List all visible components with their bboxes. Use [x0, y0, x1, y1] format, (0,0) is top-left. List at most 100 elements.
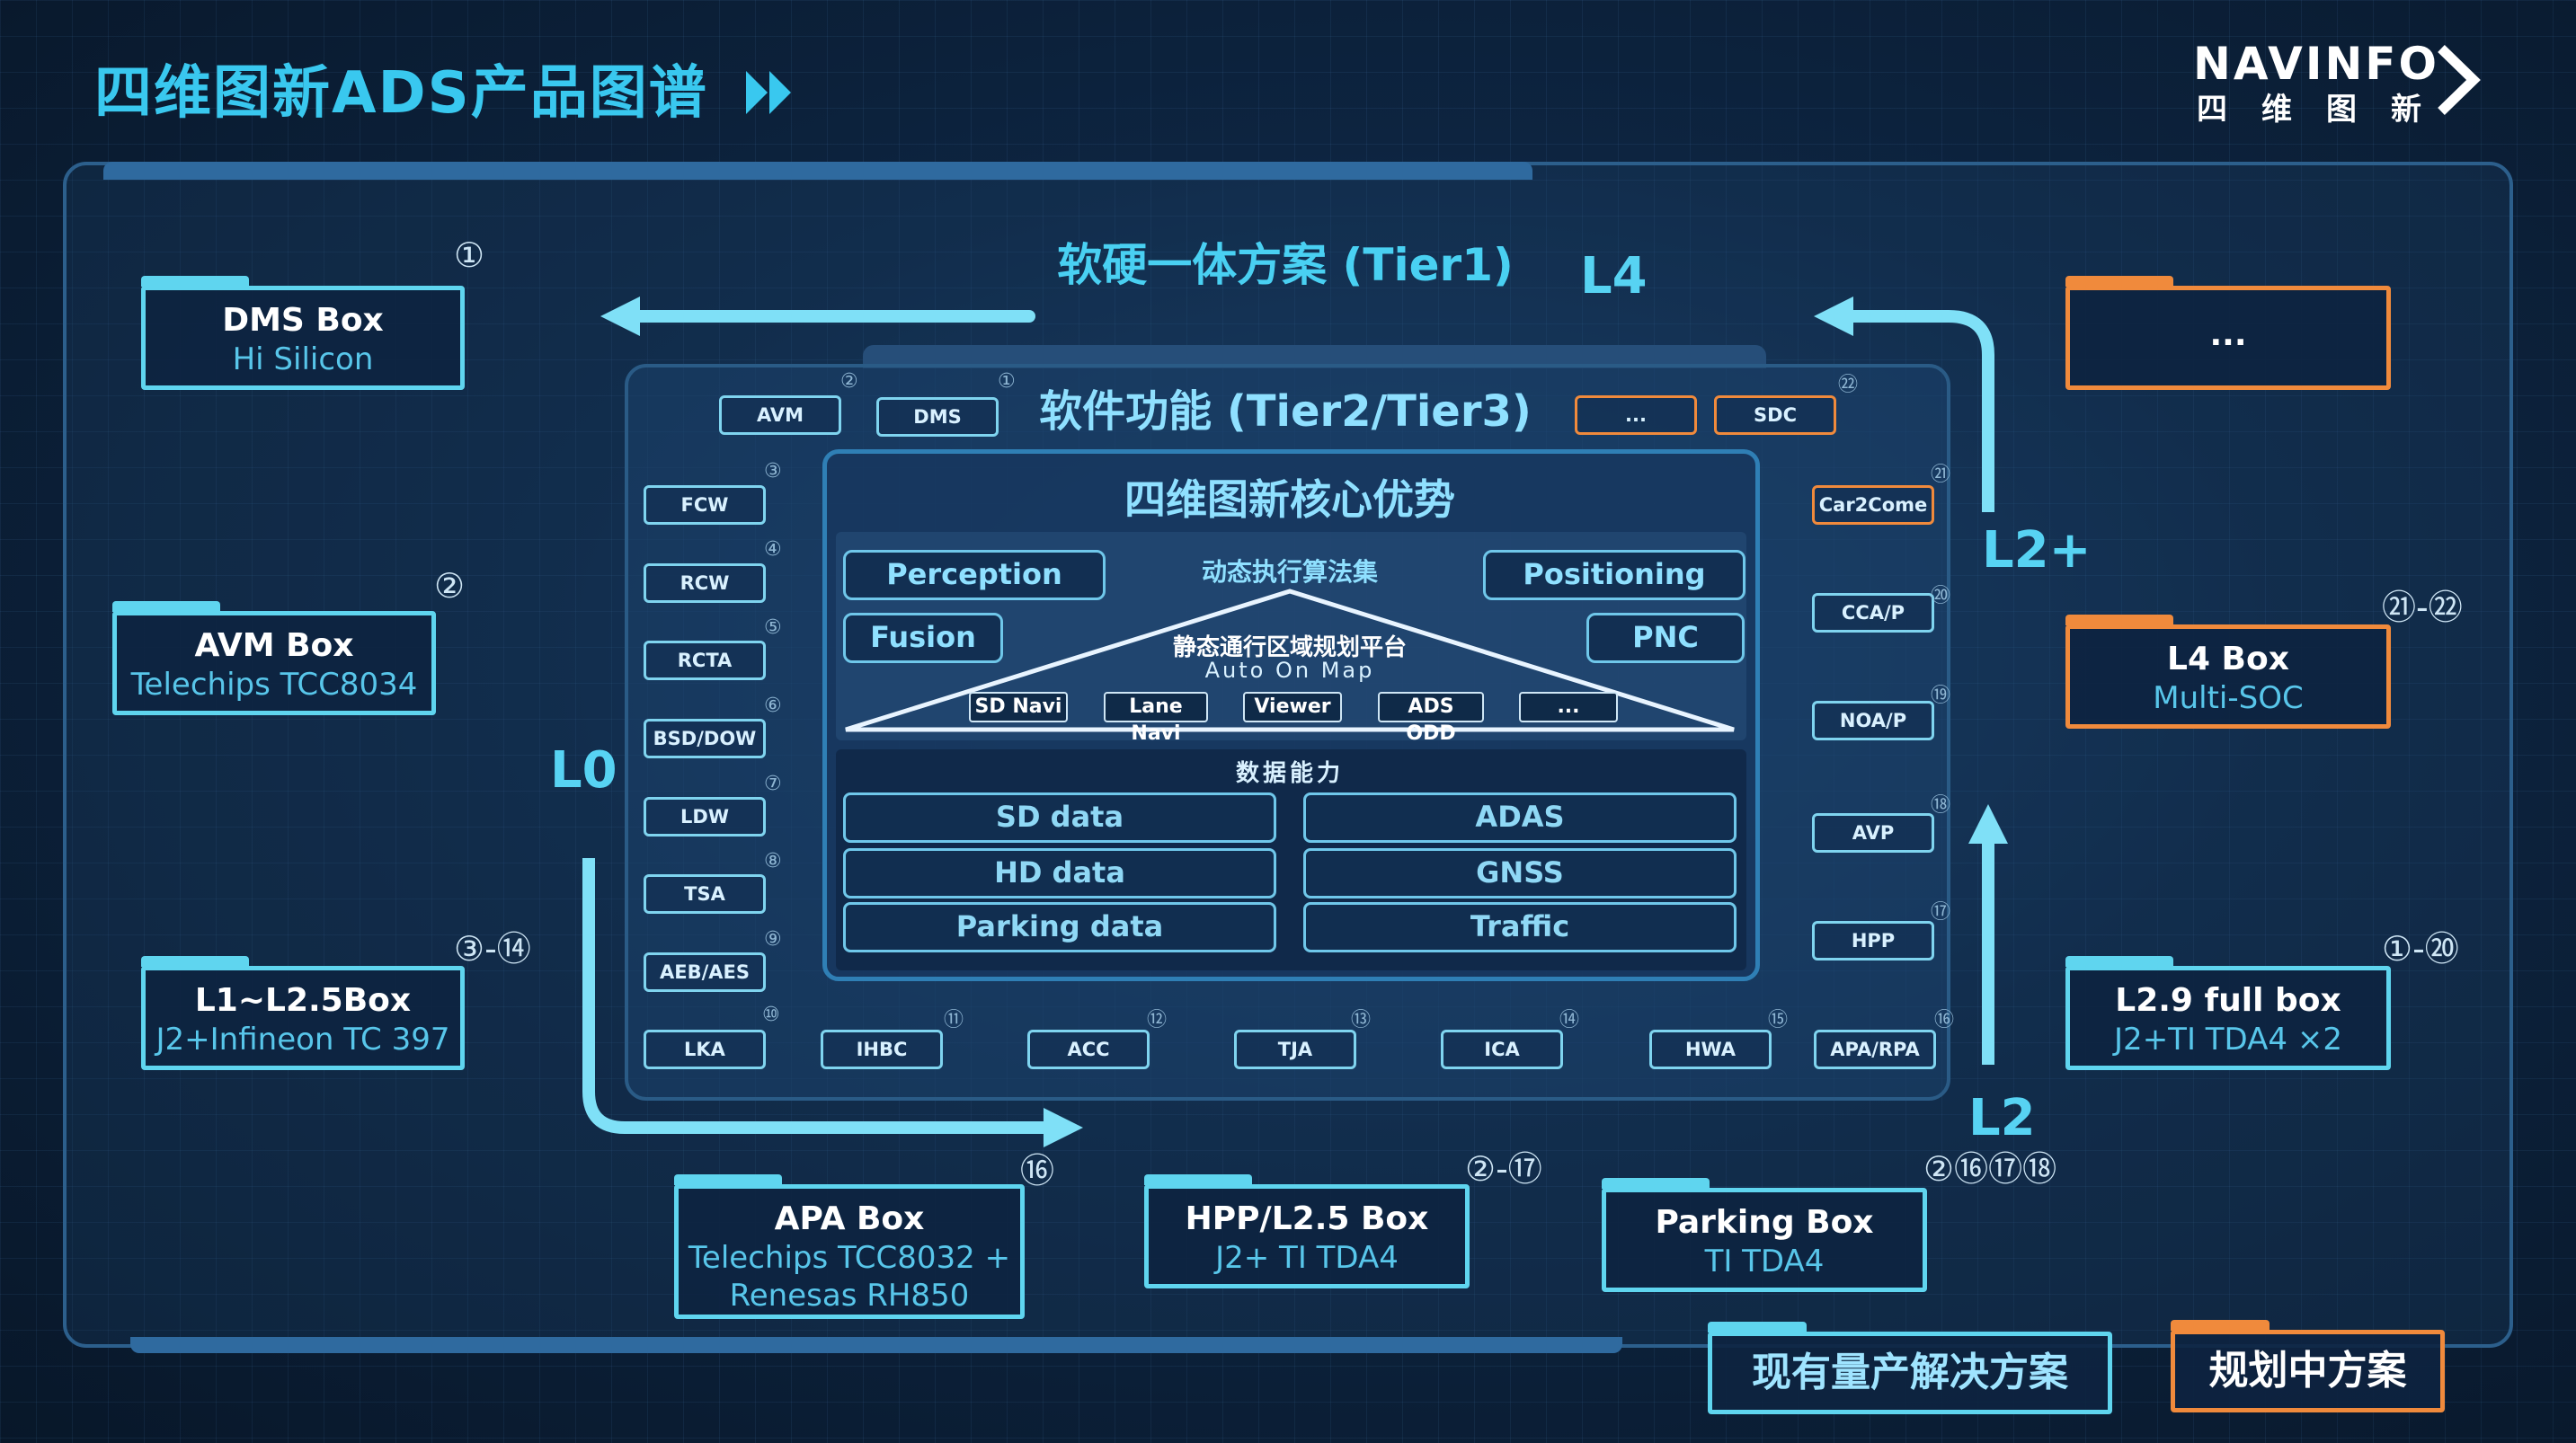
hardware-box-parking[interactable]: Parking Box TI TDA4: [1602, 1178, 1927, 1292]
data-title: 数据能力: [1235, 760, 1344, 787]
data-traffic: Traffic: [1303, 902, 1737, 952]
function-ihbc[interactable]: IHBC: [821, 1030, 943, 1069]
function-cca-p-number: ⑳: [1931, 585, 1951, 607]
function-car2come-number: ㉑: [1931, 464, 1951, 486]
function-acc[interactable]: ACC: [1027, 1030, 1150, 1069]
hardware-box-chip: J2+ TI TDA4: [1215, 1240, 1399, 1276]
function-ica[interactable]: ICA: [1441, 1030, 1563, 1069]
function-tsa-number: ⑧: [764, 850, 782, 872]
function-bsd-dow-number: ⑥: [764, 695, 782, 717]
arrow-l0-head: [1044, 1108, 1083, 1147]
hardware-box-l29-full-badge: ①-⑳: [2382, 929, 2459, 969]
data-sd-data: SD data: [843, 792, 1276, 843]
hardware-box-title: APA Box: [774, 1200, 925, 1237]
function-ica-number: ⑭: [1559, 1009, 1580, 1031]
hardware-box-chip: Hi Silicon: [232, 341, 374, 377]
hardware-box-l4[interactable]: L4 Box Multi-SOC: [2065, 615, 2391, 729]
hardware-box-hpp-l25-badge: ②-⑰: [1465, 1149, 1542, 1189]
level-l2: L2: [1968, 1089, 2036, 1147]
function-lka-number: ⑩: [762, 1004, 780, 1026]
function-more[interactable]: ...: [1575, 395, 1697, 435]
function-aeb-aes[interactable]: AEB/AES: [644, 952, 766, 992]
level-l4: L4: [1580, 247, 1648, 305]
hardware-box-chip: Multi-SOC: [2153, 680, 2304, 716]
core-pnc: PNC: [1586, 613, 1745, 663]
hardware-box-planned-more[interactable]: ...: [2065, 276, 2391, 390]
hardware-box-chip-2: Renesas RH850: [729, 1278, 970, 1314]
function-apa-rpa-number: ⑯: [1934, 1009, 1955, 1031]
hardware-box-title: HPP/L2.5 Box: [1185, 1200, 1429, 1237]
data-parking-data: Parking data: [843, 902, 1276, 952]
hardware-box-l1-l25[interactable]: L1~L2.5Box J2+Infineon TC 397: [141, 956, 465, 1070]
function-tja[interactable]: TJA: [1234, 1030, 1356, 1069]
function-noa-p[interactable]: NOA/P: [1812, 701, 1934, 740]
function-fcw[interactable]: FCW: [644, 485, 766, 525]
hardware-box-parking-badge: ②⑯⑰⑱: [1923, 1149, 2057, 1189]
function-hwa[interactable]: HWA: [1649, 1030, 1772, 1069]
function-cca-p[interactable]: CCA/P: [1812, 593, 1934, 633]
function-hpp-number: ⑰: [1931, 901, 1951, 924]
data-gnss: GNSS: [1303, 848, 1737, 899]
hardware-box-dms-badge: ①: [454, 235, 485, 275]
function-avm[interactable]: AVM: [719, 395, 841, 435]
function-dms-number: ①: [998, 370, 1016, 393]
hardware-box-title: L4 Box: [2167, 641, 2289, 677]
outer-frame-top-bar: [103, 162, 1532, 180]
hardware-box-title: AVM Box: [194, 627, 354, 664]
core-title: 四维图新核心优势: [1124, 475, 1455, 524]
logo-wordmark: NAVINFO: [2193, 38, 2439, 90]
hardware-box-dms[interactable]: DMS Box Hi Silicon: [141, 276, 465, 390]
function-rcw-number: ④: [764, 538, 782, 561]
function-hpp[interactable]: HPP: [1812, 921, 1934, 961]
function-dms[interactable]: DMS: [876, 397, 999, 437]
hardware-box-title: L1~L2.5Box: [194, 982, 412, 1019]
platform-lane-navi: Lane Navi: [1104, 692, 1208, 745]
hardware-box-avm-badge: ②: [434, 566, 466, 606]
hardware-box-l4-badge: ㉑-㉒: [2382, 588, 2463, 627]
hardware-box-l29-full[interactable]: L2.9 full box J2+TI TDA4 ×2: [2065, 956, 2391, 1070]
hardware-box-l1-l25-badge: ③-⑭: [454, 929, 531, 969]
arrow-l2plus-head: [1814, 297, 1853, 336]
function-avp[interactable]: AVP: [1812, 813, 1934, 853]
function-bsd-dow[interactable]: BSD/DOW: [644, 719, 766, 758]
function-ihbc-number: ⑪: [944, 1009, 964, 1031]
arrow-tier1-left-head: [600, 297, 640, 336]
hardware-box-title: DMS Box: [222, 302, 384, 339]
platform-sd-navi: SD Navi: [969, 692, 1068, 722]
core-fusion: Fusion: [843, 613, 1003, 663]
hardware-box-apa[interactable]: APA Box Telechips TCC8032 + Renesas RH85…: [674, 1174, 1025, 1319]
hardware-box-avm[interactable]: AVM Box Telechips TCC8034: [112, 601, 436, 715]
function-ldw-number: ⑦: [764, 773, 782, 795]
function-car2come[interactable]: Car2Come: [1812, 485, 1934, 525]
hardware-box-apa-badge: ⑯: [1020, 1151, 1055, 1191]
function-hwa-number: ⑮: [1768, 1009, 1789, 1031]
logo-chevron-icon: [2438, 45, 2481, 115]
hardware-box-title: L2.9 full box: [2115, 982, 2341, 1019]
function-apa-rpa[interactable]: APA/RPA: [1814, 1030, 1936, 1069]
platform-viewer: Viewer: [1243, 692, 1342, 722]
hardware-box-chip: Telechips TCC8034: [130, 667, 418, 703]
function-aeb-aes-number: ⑨: [764, 928, 782, 951]
function-sdc-number: ㉒: [1838, 374, 1859, 396]
arrow-l2-head: [1968, 804, 2008, 844]
function-sdc[interactable]: SDC: [1714, 395, 1836, 435]
level-l0: L0: [550, 741, 617, 800]
hardware-box-chip: J2+TI TDA4 ×2: [2114, 1022, 2342, 1058]
function-tsa[interactable]: TSA: [644, 874, 766, 914]
hardware-box-chip: J2+Infineon TC 397: [155, 1022, 450, 1058]
arrow-l2plus-up: [1852, 310, 1994, 512]
platform-ads-odd: ADS ODD: [1378, 692, 1484, 745]
platform-title: 静态通行区域规划平台: [1172, 634, 1407, 661]
level-l2plus: L2+: [1982, 521, 2092, 580]
function-rcw[interactable]: RCW: [644, 563, 766, 603]
function-lka[interactable]: LKA: [644, 1030, 766, 1069]
function-ldw[interactable]: LDW: [644, 797, 766, 837]
function-rcta[interactable]: RCTA: [644, 641, 766, 680]
tier1-title: 软硬一体方案 (Tier1): [1057, 239, 1514, 291]
function-avp-number: ⑱: [1931, 794, 1951, 817]
data-hd-data: HD data: [843, 848, 1276, 899]
hardware-box-hpp-l25[interactable]: HPP/L2.5 Box J2+ TI TDA4: [1144, 1174, 1470, 1288]
function-fcw-number: ③: [764, 460, 782, 482]
data-adas: ADAS: [1303, 792, 1737, 843]
